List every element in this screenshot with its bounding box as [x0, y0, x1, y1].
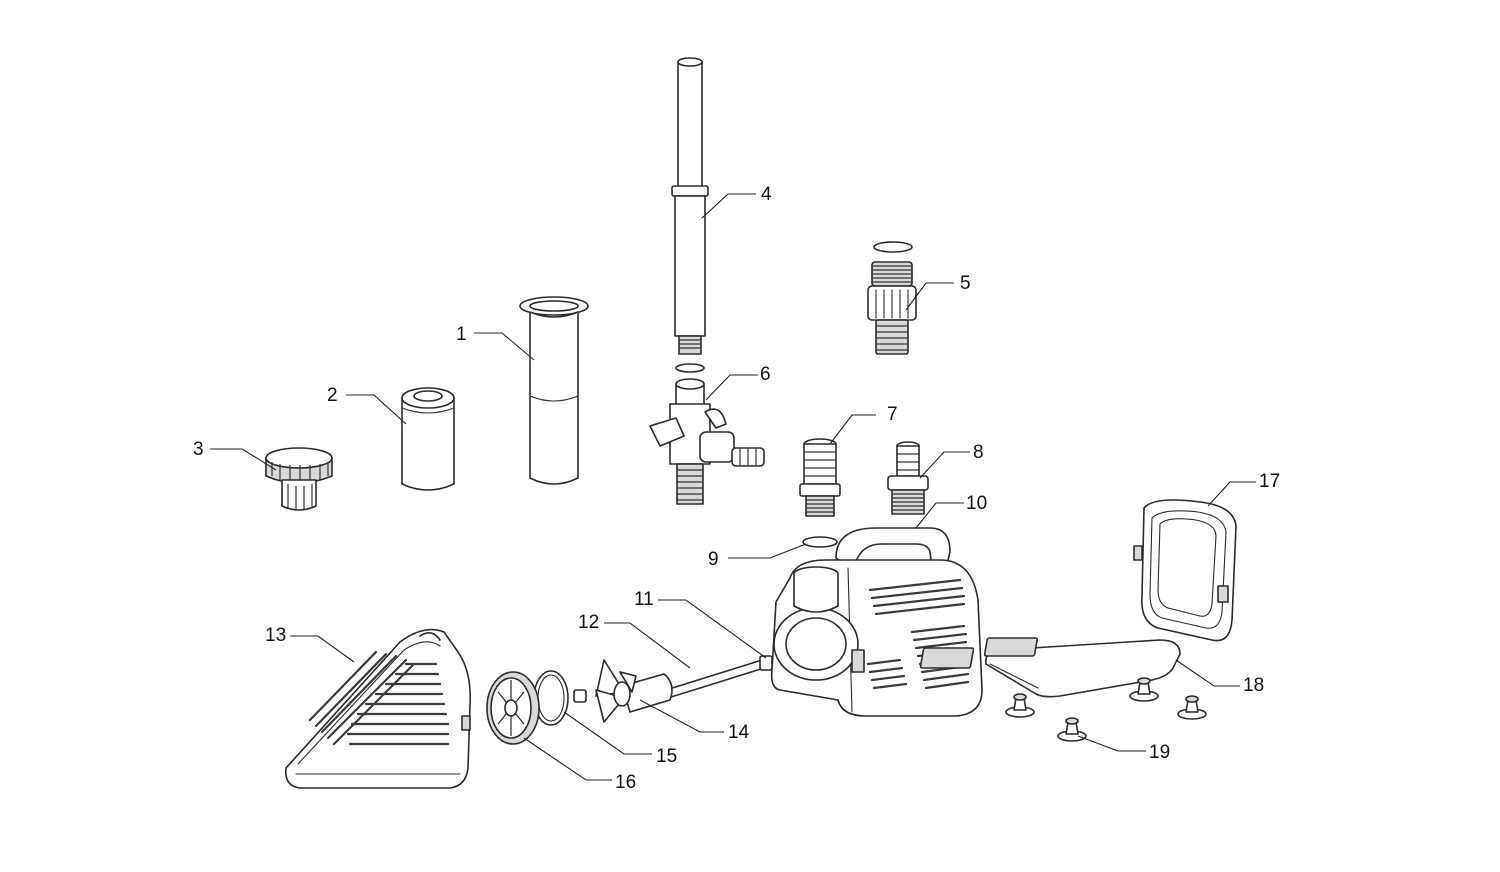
leader-3 — [210, 448, 277, 471]
callout-1: 1 — [456, 324, 467, 345]
callout-7: 7 — [887, 404, 898, 425]
leader-11 — [658, 599, 767, 659]
part-4-o-ring — [675, 363, 705, 373]
front-cover-vent-grille — [308, 650, 450, 746]
callout-19: 19 — [1149, 742, 1170, 763]
part-7-large-hose-barb — [799, 438, 841, 517]
leader-17 — [1207, 481, 1256, 507]
callout-17: 17 — [1259, 471, 1280, 492]
leader-18 — [1175, 659, 1240, 687]
leader-10 — [915, 502, 964, 529]
callout-16: 16 — [615, 772, 636, 793]
suction-foot — [1177, 695, 1207, 720]
part-15-gasket-ring — [533, 670, 569, 726]
leader-19 — [1077, 735, 1146, 752]
suction-foot — [1005, 693, 1035, 718]
callout-4: 4 — [761, 184, 772, 205]
part-19-suction-feet — [1005, 677, 1207, 742]
leader-8 — [919, 451, 970, 479]
leader-14 — [639, 699, 724, 733]
callout-8: 8 — [973, 442, 984, 463]
part-5-threaded-adapter — [867, 261, 917, 355]
callout-6: 6 — [760, 364, 771, 385]
callout-18: 18 — [1243, 675, 1264, 696]
callout-labels: 1 2 3 4 5 6 7 8 9 10 11 12 13 14 15 16 1… — [193, 184, 1280, 793]
callout-9: 9 — [708, 549, 719, 570]
part-2-cup-nozzle — [401, 387, 455, 491]
leader-2 — [346, 394, 407, 425]
leader-15 — [563, 711, 652, 755]
leader-9 — [728, 543, 807, 559]
leader-4 — [701, 193, 756, 219]
part-3-jet-nozzle — [265, 447, 333, 511]
callout-10: 10 — [966, 493, 987, 514]
part-6-diverter-valve — [649, 378, 765, 505]
part-13-front-cover — [284, 628, 472, 789]
part-9-o-ring — [802, 536, 838, 548]
callout-2: 2 — [327, 385, 338, 406]
callout-3: 3 — [193, 439, 204, 460]
part-8-small-hose-barb — [887, 441, 929, 515]
leader-5 — [905, 282, 954, 311]
callout-14: 14 — [728, 722, 750, 743]
leader-13 — [290, 635, 355, 663]
suction-foot — [1057, 717, 1087, 742]
part-18-base-plate — [919, 637, 1181, 698]
part-17-base-frame — [1133, 499, 1237, 642]
leader-7 — [829, 414, 876, 445]
callout-11: 11 — [634, 589, 654, 610]
part-14-impeller-rotor — [595, 659, 673, 723]
leader-lines — [210, 193, 1256, 781]
part-1-nozzle-sleeve — [519, 296, 589, 485]
part-5-o-ring — [873, 241, 913, 253]
part-14-bearing — [573, 689, 587, 703]
part-10-pump-body — [770, 527, 983, 717]
part-16-impeller-cover — [486, 671, 540, 745]
callout-13: 13 — [265, 625, 286, 646]
callout-12: 12 — [578, 612, 599, 633]
leader-1 — [474, 332, 535, 361]
callout-15: 15 — [656, 746, 677, 767]
part-4-riser-tube — [671, 57, 709, 355]
leader-6 — [705, 374, 758, 401]
callout-5: 5 — [960, 273, 971, 294]
pump-body-vent-grille — [866, 578, 970, 690]
suction-foot — [1129, 677, 1159, 702]
leader-12 — [604, 622, 691, 669]
leader-16 — [523, 737, 612, 781]
